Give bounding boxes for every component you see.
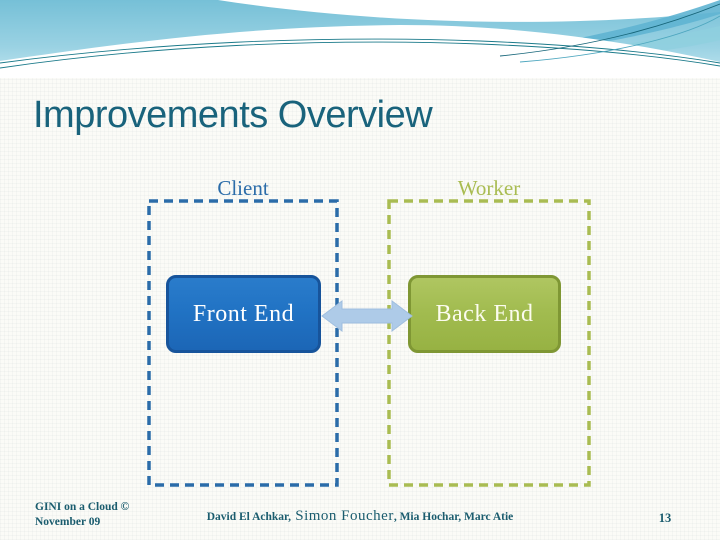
page-number: 13 bbox=[658, 511, 672, 525]
front-end-node: Front End bbox=[166, 275, 321, 353]
footer-credits: David El Achkar, Simon Foucher, Mia Hoch… bbox=[0, 507, 720, 525]
back-end-node: Back End bbox=[408, 275, 561, 353]
footer-project-name: GINI on a Cloud © bbox=[35, 501, 130, 513]
footer-date: November 09 bbox=[35, 515, 101, 528]
worker-region-box bbox=[387, 199, 591, 487]
back-end-label: Back End bbox=[435, 300, 534, 327]
footer-project-block: GINI on a Cloud © November 09 bbox=[35, 500, 129, 529]
credit-author-2: Simon Foucher bbox=[290, 508, 394, 524]
client-region-box bbox=[147, 199, 339, 487]
credit-authors-rest: , Mia Hochar, Marc Atie bbox=[393, 511, 514, 523]
worker-region-label: Worker bbox=[457, 176, 521, 200]
page-title: Improvements Overview bbox=[33, 94, 433, 136]
double-headed-arrow-icon bbox=[321, 300, 413, 332]
header-wave-graphic bbox=[0, 0, 720, 78]
credit-author-1: David El Achkar, bbox=[206, 511, 291, 523]
front-end-label: Front End bbox=[192, 300, 295, 327]
client-region-label: Client bbox=[217, 176, 269, 200]
